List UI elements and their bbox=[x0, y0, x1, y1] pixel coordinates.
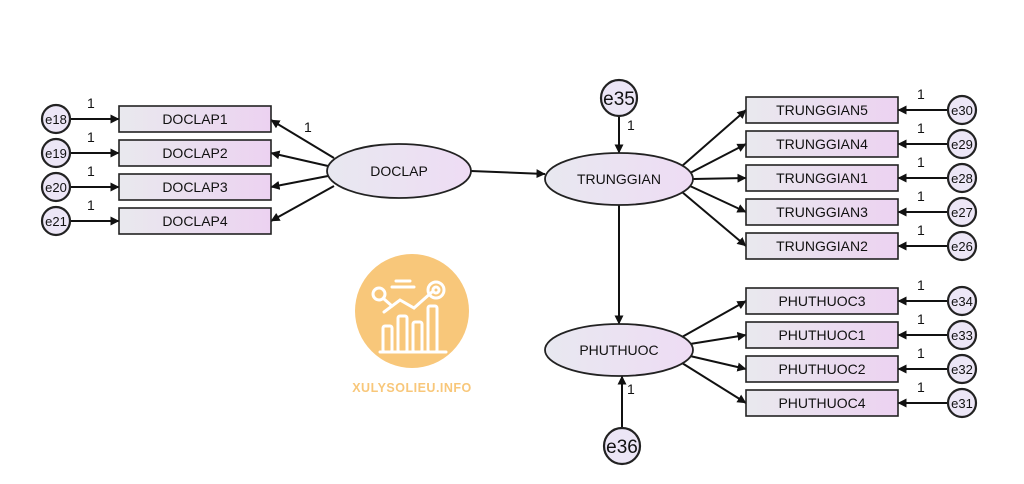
edge-trunggian-tg3 bbox=[689, 185, 747, 213]
edges-layer bbox=[70, 105, 948, 428]
error-label: e21 bbox=[45, 214, 67, 229]
indicator-doclap4[interactable]: DOCLAP4 bbox=[118, 207, 272, 235]
edge-doclap-doclap1 bbox=[270, 119, 335, 159]
error-label: e19 bbox=[45, 146, 67, 161]
indicator-phuthuoc1[interactable]: PHUTHUOC1 bbox=[745, 321, 899, 349]
indicator-trunggian5[interactable]: TRUNGGIAN5 bbox=[745, 96, 899, 124]
watermark-text: XULYSOLIEU.INFO bbox=[352, 381, 472, 395]
error-e34[interactable]: e34 bbox=[946, 285, 978, 317]
edge-trunggian-tg5 bbox=[681, 109, 747, 167]
error-label: e35 bbox=[603, 89, 635, 110]
error-label: e30 bbox=[951, 103, 973, 118]
latent-trunggian[interactable]: TRUNGGIAN bbox=[544, 152, 694, 206]
error-e26[interactable]: e26 bbox=[946, 230, 978, 262]
error-label: e36 bbox=[606, 437, 638, 458]
loading-label-e18: 1 bbox=[87, 95, 95, 111]
error-label: e32 bbox=[951, 362, 973, 377]
loading-label-e35: 1 bbox=[627, 117, 635, 133]
indicator-label: TRUNGGIAN4 bbox=[776, 136, 868, 152]
indicator-doclap3[interactable]: DOCLAP3 bbox=[118, 173, 272, 201]
edge-phuthuoc-pt2 bbox=[689, 355, 747, 372]
latent-phuthuoc[interactable]: PHUTHUOC bbox=[544, 323, 694, 377]
latent-doclap[interactable]: DOCLAP bbox=[326, 143, 472, 199]
indicator-label: TRUNGGIAN1 bbox=[776, 170, 868, 186]
error-e18[interactable]: e18 bbox=[40, 103, 72, 135]
fixed-loading-labels: 1 1 1 1 1 1 1 1 1 1 1 1 1 1 1 1 bbox=[87, 86, 925, 397]
error-label: e34 bbox=[951, 294, 973, 309]
loading-label-doclap1: 1 bbox=[304, 119, 312, 135]
loading-label-e33: 1 bbox=[917, 311, 925, 327]
error-e36[interactable]: e36 bbox=[602, 426, 642, 466]
error-e21[interactable]: e21 bbox=[40, 205, 72, 237]
error-label: e31 bbox=[951, 396, 973, 411]
error-e32[interactable]: e32 bbox=[946, 353, 978, 385]
indicator-label: DOCLAP2 bbox=[162, 145, 228, 161]
loading-label-e29: 1 bbox=[917, 120, 925, 136]
edge-phuthuoc-pt1 bbox=[689, 331, 747, 345]
error-label: e28 bbox=[951, 171, 973, 186]
error-e20[interactable]: e20 bbox=[40, 171, 72, 203]
loading-label-e32: 1 bbox=[917, 345, 925, 361]
indicator-label: PHUTHUOC3 bbox=[778, 293, 865, 309]
edge-trunggian-tg2 bbox=[681, 191, 747, 247]
loading-label-e21: 1 bbox=[87, 197, 95, 213]
edge-doclap-trunggian bbox=[470, 169, 546, 179]
error-label: e18 bbox=[45, 112, 67, 127]
indicator-label: TRUNGGIAN5 bbox=[776, 102, 868, 118]
edge-doclap-doclap4 bbox=[270, 185, 335, 222]
edge-trunggian-tg1 bbox=[692, 173, 747, 183]
loading-label-e31: 1 bbox=[917, 379, 925, 395]
indicator-trunggian3[interactable]: TRUNGGIAN3 bbox=[745, 198, 899, 226]
error-label: e20 bbox=[45, 180, 67, 195]
watermark-logo: XULYSOLIEU.INFO bbox=[352, 254, 472, 395]
loading-label-e27: 1 bbox=[917, 188, 925, 204]
edge-trunggian-tg4 bbox=[689, 143, 747, 174]
indicator-trunggian1[interactable]: TRUNGGIAN1 bbox=[745, 164, 899, 192]
error-label: e29 bbox=[951, 137, 973, 152]
indicator-phuthuoc4[interactable]: PHUTHUOC4 bbox=[745, 389, 899, 417]
chart-gear-icon bbox=[371, 279, 448, 354]
error-e27[interactable]: e27 bbox=[946, 196, 978, 228]
latent-label: PHUTHUOC bbox=[579, 342, 658, 358]
loading-label-e19: 1 bbox=[87, 129, 95, 145]
latent-label: DOCLAP bbox=[370, 163, 428, 179]
indicator-doclap1[interactable]: DOCLAP1 bbox=[118, 105, 272, 133]
indicator-label: PHUTHUOC4 bbox=[778, 395, 865, 411]
indicator-doclap2[interactable]: DOCLAP2 bbox=[118, 139, 272, 167]
indicator-label: DOCLAP4 bbox=[162, 213, 228, 229]
latent-label: TRUNGGIAN bbox=[577, 171, 661, 187]
error-e35[interactable]: e35 bbox=[599, 78, 639, 118]
error-label: e33 bbox=[951, 328, 973, 343]
loading-label-e20: 1 bbox=[87, 163, 95, 179]
loading-label-e36: 1 bbox=[627, 381, 635, 397]
indicator-label: DOCLAP1 bbox=[162, 111, 228, 127]
error-e33[interactable]: e33 bbox=[946, 319, 978, 351]
error-label: e27 bbox=[951, 205, 973, 220]
edge-doclap-doclap3 bbox=[270, 175, 329, 190]
error-e30[interactable]: e30 bbox=[946, 94, 978, 126]
error-e19[interactable]: e19 bbox=[40, 137, 72, 169]
indicator-label: TRUNGGIAN3 bbox=[776, 204, 868, 220]
indicator-label: PHUTHUOC1 bbox=[778, 327, 865, 343]
loading-label-e34: 1 bbox=[917, 277, 925, 293]
edge-doclap-doclap2 bbox=[270, 150, 329, 167]
edge-phuthuoc-pt3 bbox=[681, 300, 747, 338]
loading-label-e26: 1 bbox=[917, 222, 925, 238]
indicator-trunggian4[interactable]: TRUNGGIAN4 bbox=[745, 130, 899, 158]
indicator-phuthuoc3[interactable]: PHUTHUOC3 bbox=[745, 287, 899, 315]
error-e29[interactable]: e29 bbox=[946, 128, 978, 160]
edge-phuthuoc-pt4 bbox=[681, 362, 747, 404]
loading-label-e28: 1 bbox=[917, 154, 925, 170]
indicator-trunggian2[interactable]: TRUNGGIAN2 bbox=[745, 232, 899, 260]
error-label: e26 bbox=[951, 239, 973, 254]
indicator-phuthuoc2[interactable]: PHUTHUOC2 bbox=[745, 355, 899, 383]
error-e31[interactable]: e31 bbox=[946, 387, 978, 419]
error-e28[interactable]: e28 bbox=[946, 162, 978, 194]
indicator-label: TRUNGGIAN2 bbox=[776, 238, 868, 254]
indicator-label: DOCLAP3 bbox=[162, 179, 228, 195]
indicator-label: PHUTHUOC2 bbox=[778, 361, 865, 377]
loading-label-e30: 1 bbox=[917, 86, 925, 102]
